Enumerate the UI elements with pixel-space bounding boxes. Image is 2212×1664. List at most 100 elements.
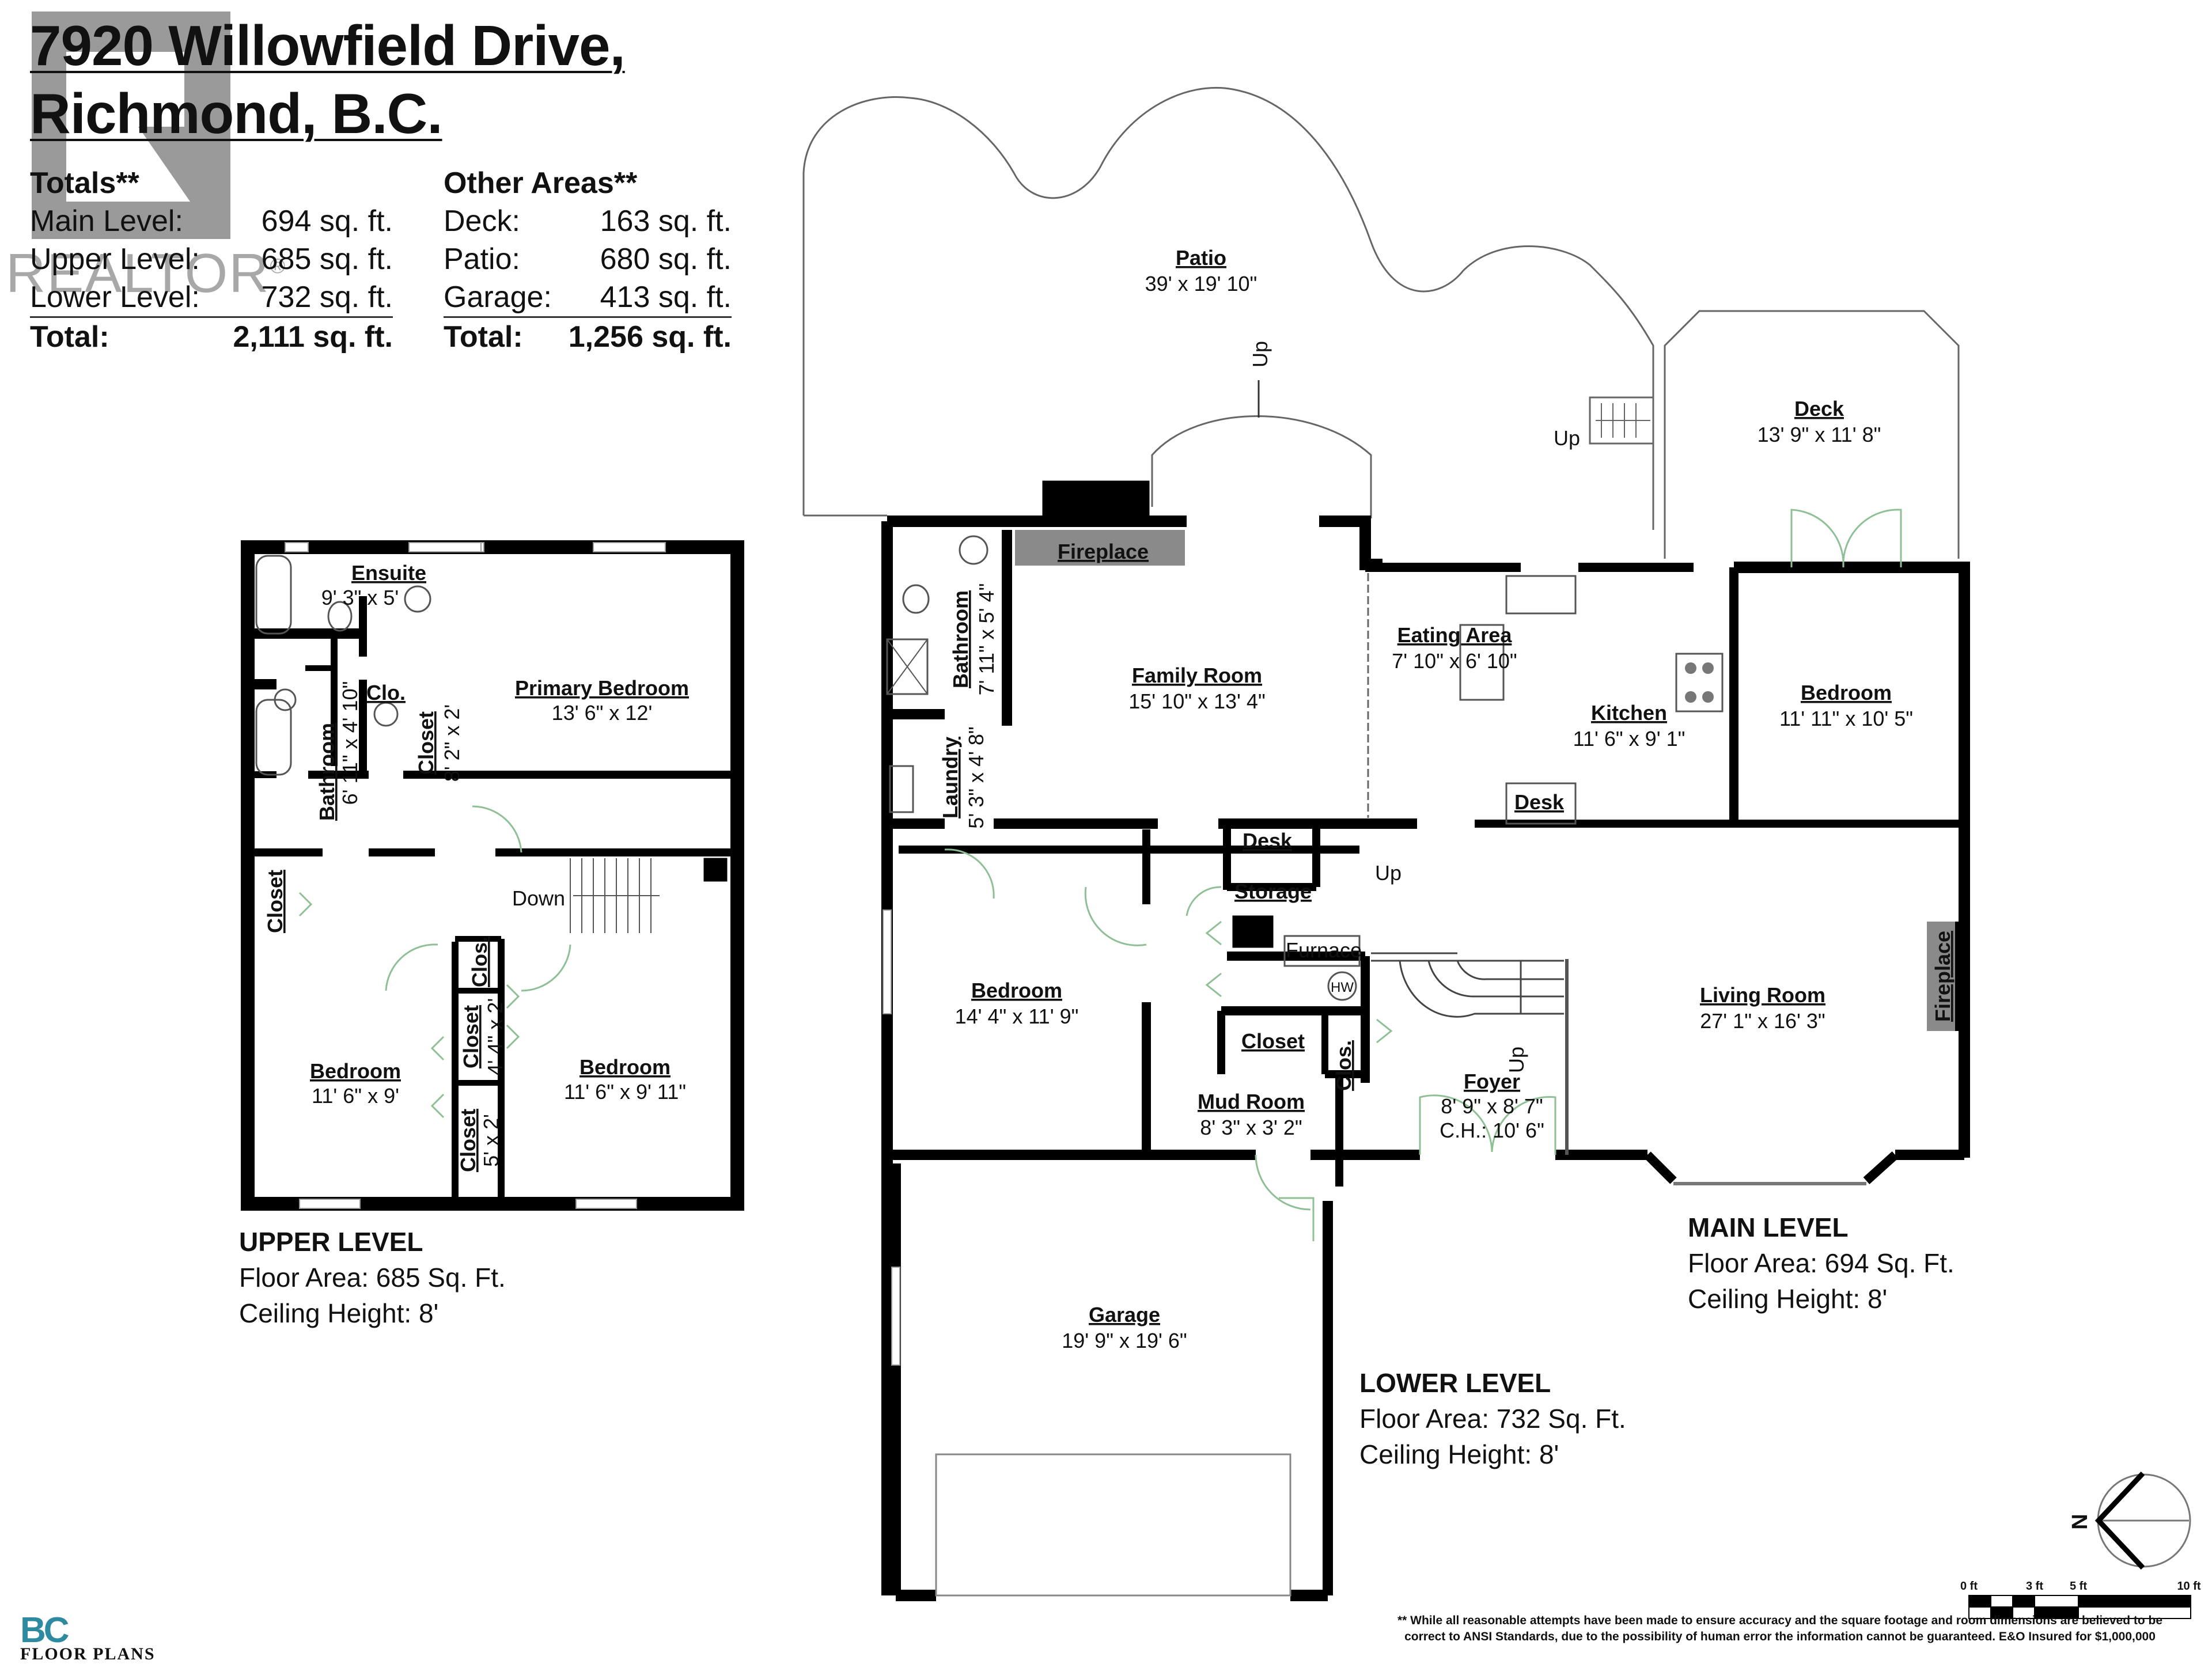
- foyer-dim: 8' 9" x 8' 7": [1441, 1094, 1543, 1118]
- upper-ensuite-dim: 9' 3" x 5': [321, 586, 399, 609]
- other-area-value: 163 sq. ft.: [600, 204, 732, 238]
- scale-tick: 5 ft: [2070, 1580, 2087, 1593]
- laundry-dim: 5' 3" x 4' 8": [964, 726, 988, 828]
- other-areas-table: Other Areas** Deck:163 sq. ft. Patio:680…: [444, 164, 732, 356]
- upper-bedroom-left-dim: 11' 6" x 9': [312, 1084, 399, 1108]
- upper-bathroom-dim: 6' 11" x 4' 10": [338, 681, 362, 805]
- main-level-summary: MAIN LEVEL Floor Area: 694 Sq. Ft. Ceili…: [1688, 1210, 1955, 1317]
- scale-tick: 10 ft: [2177, 1580, 2200, 1593]
- living-room-dim: 27' 1" x 16' 3": [1700, 1009, 1825, 1033]
- address-line-2: Richmond, B.C.: [30, 82, 443, 145]
- furnace-label: Furnace: [1286, 938, 1362, 962]
- disclaimer-line-1: ** While all reasonable attempts have be…: [1397, 1614, 2163, 1627]
- north-compass: [2094, 1471, 2191, 1570]
- living-room-label: Living Room: [1700, 983, 1825, 1007]
- upper-level-ceiling: Ceiling Height: 8': [239, 1298, 439, 1328]
- upper-down-label: Down: [512, 886, 565, 910]
- other-areas-heading: Other Areas**: [444, 166, 638, 200]
- garage-label: Garage: [1089, 1303, 1160, 1326]
- upper-bathroom-label: Bathroom: [315, 723, 339, 821]
- eating-area-label: Eating Area: [1397, 623, 1513, 647]
- totals-value: 685 sq. ft.: [261, 242, 393, 276]
- lower-level-floor-area: Floor Area: 732 Sq. Ft.: [1359, 1404, 1626, 1434]
- foyer-ceiling-height: C.H.: 10' 6": [1440, 1119, 1544, 1142]
- upper-level-title: UPPER LEVEL: [239, 1227, 423, 1257]
- clos-label: Clos.: [1332, 1040, 1355, 1091]
- main-bedroom-dim: 11' 11" x 10' 5": [1779, 707, 1913, 730]
- property-address: 7920 Willowfield Drive, Richmond, B.C.: [30, 12, 626, 147]
- main-level-floor-area: Floor Area: 694 Sq. Ft.: [1688, 1248, 1955, 1278]
- disclaimer-line-2: correct to ANSI Standards, due to the po…: [1404, 1630, 2156, 1643]
- upper-closet-mid-label: Closet: [459, 1005, 483, 1068]
- totals-label: Lower Level:: [30, 281, 200, 314]
- realtor-wordmark: REALTOR®: [6, 242, 287, 304]
- lower-level-title: LOWER LEVEL: [1359, 1368, 1551, 1398]
- other-area-value: 413 sq. ft.: [600, 281, 732, 314]
- scale-tick: 3 ft: [2026, 1580, 2043, 1593]
- desk-label: Desk: [1243, 829, 1293, 852]
- logo-subtitle: FLOOR PLANS: [20, 1644, 156, 1663]
- totals-table: Totals** Main Level:694 sq. ft. Upper Le…: [30, 164, 393, 356]
- closet-label: Closet: [1241, 1029, 1305, 1053]
- upper-closet-low-label: Closet: [456, 1109, 480, 1172]
- lower-bedroom-dim: 14' 4" x 11' 9": [955, 1005, 1079, 1028]
- other-area-label: Deck:: [444, 204, 520, 238]
- totals-value: 732 sq. ft.: [261, 281, 393, 314]
- upper-closet-mid-dim: 4' 4" x 2': [483, 998, 507, 1076]
- patio-label: Patio: [1176, 246, 1226, 270]
- kitchen-label: Kitchen: [1591, 701, 1667, 725]
- other-area-value: 680 sq. ft.: [600, 242, 732, 276]
- stair-up-label: Up: [1375, 861, 1402, 885]
- main-bathroom-dim: 7' 11" x 5' 4": [975, 583, 998, 696]
- family-room-label: Family Room: [1132, 664, 1262, 687]
- scale-bar: [1968, 1595, 2191, 1619]
- other-areas-total-value: 1,256 sq. ft.: [568, 320, 732, 354]
- deck-dim: 13' 9" x 11' 8": [1758, 423, 1881, 446]
- main-level-plan: [802, 86, 1970, 1601]
- upper-closet-low-dim: 5' x 2': [479, 1114, 503, 1167]
- scale-tick: 0 ft: [1960, 1580, 1978, 1593]
- laundry-label: Laundry: [938, 737, 962, 818]
- eating-area-dim: 7' 10" x 6' 10": [1392, 649, 1517, 673]
- realtor-logo-watermark: [32, 12, 230, 239]
- lower-level-ceiling: Ceiling Height: 8': [1359, 1439, 1559, 1469]
- upper-level-floor-area: Floor Area: 685 Sq. Ft.: [239, 1263, 506, 1292]
- other-areas-total-label: Total:: [444, 320, 523, 354]
- upper-closet-primary-dim: 8' 2" x 2': [440, 704, 464, 782]
- upper-bedroom-right-dim: 11' 6" x 9' 11": [564, 1080, 686, 1104]
- other-area-label: Garage:: [444, 281, 552, 314]
- upper-closet-hall-label: Closet: [263, 870, 287, 933]
- mud-room-label: Mud Room: [1198, 1090, 1305, 1113]
- storage-label: Storage: [1234, 880, 1312, 903]
- foyer-label: Foyer: [1464, 1070, 1520, 1093]
- main-bathroom-label: Bathroom: [949, 590, 972, 688]
- address-line-1: 7920 Willowfield Drive,: [30, 14, 626, 77]
- upper-clos-label: Clos.: [468, 937, 491, 987]
- deck-up-label: Up: [1554, 426, 1580, 450]
- living-fireplace-label: Fireplace: [1931, 931, 1955, 1022]
- upper-bedroom-left-label: Bedroom: [310, 1059, 401, 1083]
- upper-level-plan: [241, 540, 744, 1211]
- upper-ensuite-label: Ensuite: [351, 561, 426, 585]
- upper-primary-bedroom-label: Primary Bedroom: [515, 676, 689, 700]
- hw-label: HW: [1331, 980, 1354, 995]
- patio-up-label: Up: [1248, 341, 1272, 367]
- totals-label: Main Level:: [30, 204, 183, 238]
- main-level-ceiling: Ceiling Height: 8': [1688, 1284, 1888, 1314]
- main-bedroom-label: Bedroom: [1801, 681, 1892, 704]
- patio-dim: 39' x 19' 10": [1145, 272, 1257, 295]
- bc-floor-plans-logo: BC FLOOR PLANS: [20, 1590, 170, 1663]
- family-fireplace-label: Fireplace: [1058, 540, 1149, 563]
- kitchen-dim: 11' 6" x 9' 1": [1573, 727, 1685, 750]
- totals-label: Upper Level:: [30, 242, 200, 276]
- upper-closet-primary-label: Closet: [414, 711, 438, 775]
- foyer-up-label: Up: [1505, 1047, 1528, 1073]
- totals-total-value: 2,111 sq. ft.: [233, 320, 393, 354]
- lower-bedroom-label: Bedroom: [971, 979, 1062, 1002]
- upper-level-summary: UPPER LEVEL Floor Area: 685 Sq. Ft. Ceil…: [239, 1224, 506, 1331]
- disclaimer: ** While all reasonable attempts have be…: [1359, 1613, 2200, 1645]
- upper-primary-bedroom-dim: 13' 6" x 12': [552, 701, 653, 725]
- totals-total-label: Total:: [30, 320, 109, 354]
- totals-heading: Totals**: [30, 166, 139, 200]
